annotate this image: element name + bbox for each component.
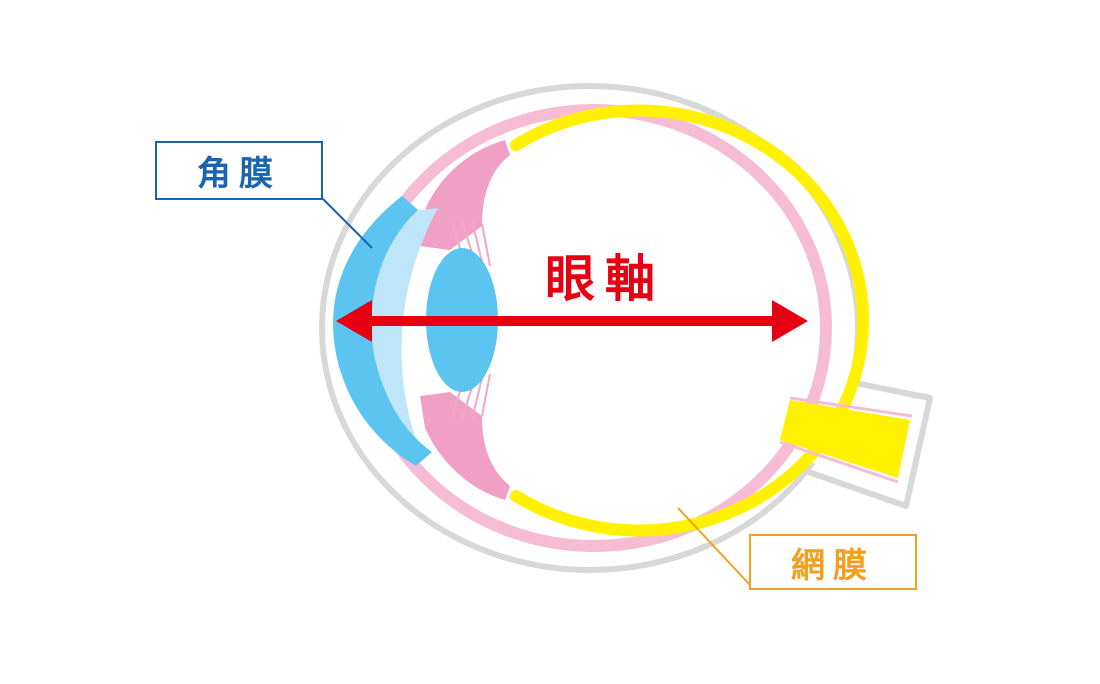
cornea <box>333 196 432 466</box>
eye-axis-arrow <box>336 300 808 342</box>
retina-label: 網膜 <box>749 534 917 590</box>
ciliary-body-upper <box>420 140 510 250</box>
optic-nerve-pink-edge-lower <box>779 440 899 484</box>
optic-nerve-pink-edge <box>789 396 913 418</box>
ciliary-body-lower <box>420 392 510 500</box>
retina <box>510 104 870 537</box>
cornea-leader-line <box>321 197 373 249</box>
retina-leader-line <box>677 507 751 586</box>
optic-nerve <box>780 400 910 478</box>
eye-axis-label: 眼軸 <box>545 250 665 308</box>
cornea-label: 角膜 <box>155 141 323 200</box>
